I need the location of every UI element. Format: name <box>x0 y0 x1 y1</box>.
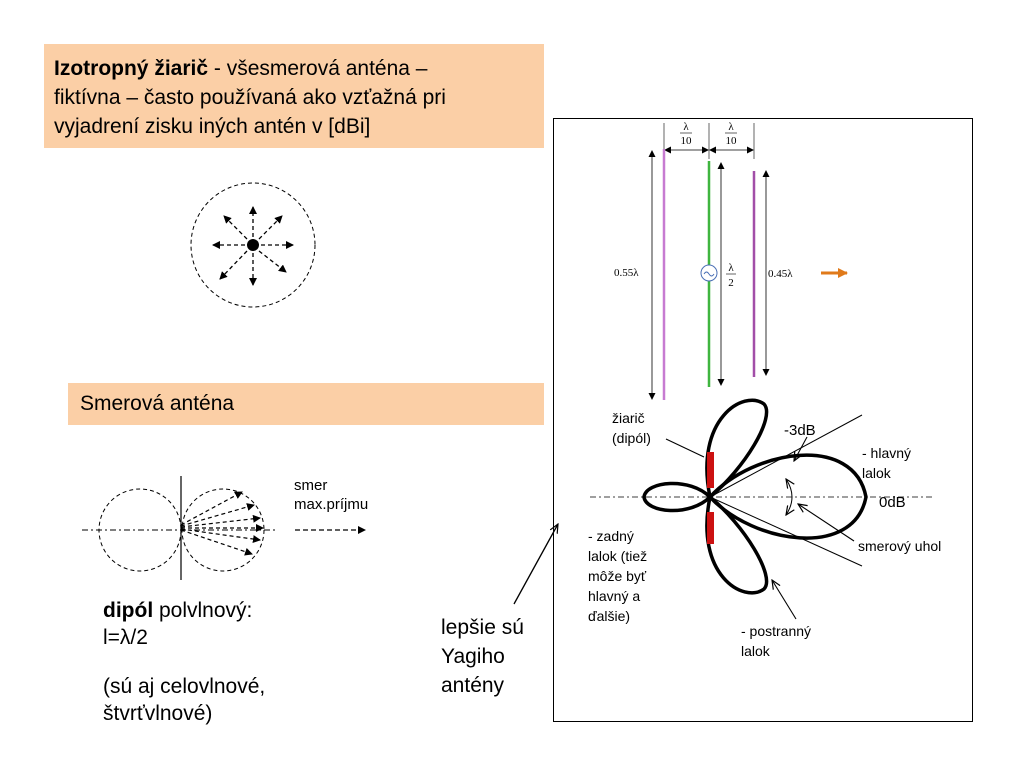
dipole-title-rest: polvlnový: <box>153 599 253 622</box>
spacing-2-denominator: 10 <box>726 135 738 147</box>
driven-length-denominator: 2 <box>728 277 734 289</box>
yagi-antenna-diagram: λ 10 λ 10 0.55λ λ 2 0.45λ <box>588 121 941 659</box>
minus3db-label: -3dB <box>784 422 816 439</box>
spacing-1-numerator: λ <box>683 121 689 133</box>
dipole-formula: l=λ/2 <box>103 626 148 649</box>
radiator-label-line-1: žiarič <box>612 410 645 426</box>
isotropic-radiator-diagram <box>190 182 316 308</box>
main-lobe <box>707 453 868 540</box>
radiation-pattern <box>590 398 934 595</box>
dipole-title-line: dipól polvlnový: <box>103 597 252 624</box>
iso-line-1: Izotropný žiarič - všesmerová anténa – <box>54 54 534 83</box>
spacing-1-denominator: 10 <box>681 135 693 147</box>
dipole-marker-upper <box>707 452 714 488</box>
radiator-label-line-2: (dipól) <box>612 430 651 446</box>
isotropic-radiator-box: Izotropný žiarič - všesmerová anténa – f… <box>44 44 544 148</box>
isotropic-source-dot <box>247 239 259 251</box>
yagi-note-line-3: antény <box>441 674 505 697</box>
iso-line-2: fiktívna – často používaná ako vzťažná p… <box>54 86 446 109</box>
iso-title: Izotropný žiarič <box>54 57 209 80</box>
side-lobe-label-line-1: - postranný <box>741 623 811 639</box>
yagi-note-line-1: lepšie sú <box>441 616 524 639</box>
upper-side-lobe <box>705 398 769 501</box>
directional-antenna-label: Smerová anténa <box>80 392 235 415</box>
isotropic-boundary-circle <box>190 182 316 308</box>
max-direction-label: smer max.príjmu <box>294 476 368 514</box>
beam-angle-label: smerový uhol <box>858 538 941 554</box>
back-lobe-label-line-5: ďalšie) <box>588 608 630 624</box>
dipole-title-bold: dipól <box>103 599 154 622</box>
dipole-gain-arrows <box>180 491 264 556</box>
yagi-note-line-2: Yagiho <box>441 645 505 668</box>
yagi-pointer-arrow <box>513 510 570 605</box>
yagi-note: lepšie sú Yagiho antény <box>441 613 524 700</box>
dipole-note: (sú aj celovlnové, štvrťvlnové) <box>103 673 265 727</box>
iso-line-3: vyjadrení zisku iných antén v [dBi] <box>54 115 371 138</box>
zero-db-label: 0dB <box>879 494 906 511</box>
dipole-pattern-diagram <box>82 476 366 580</box>
directional-antenna-box: Smerová anténa <box>68 383 544 425</box>
director-length-label: 0.45λ <box>768 268 793 280</box>
lower-side-lobe <box>705 493 769 595</box>
element-spacing-dimensions: λ 10 λ 10 <box>663 121 755 159</box>
feed-source-icon <box>700 264 718 282</box>
main-lobe-label-line-2: lalok <box>862 465 892 481</box>
iso-line1-rest: - všesmerová anténa – <box>208 57 428 80</box>
back-lobe-label-line-4: hlavný a <box>588 588 640 604</box>
beam-angle-arc <box>786 479 792 515</box>
back-lobe-label-line-2: lalok (tiež <box>588 548 647 564</box>
max-direction-line-1: smer <box>294 477 328 494</box>
isotropic-radiation-arrows <box>212 206 294 286</box>
main-lobe-label-line-1: - hlavný <box>862 445 911 461</box>
yagi-antenna-frame: λ 10 λ 10 0.55λ λ 2 0.45λ <box>553 118 973 722</box>
max-direction-line-2: max.príjmu <box>294 496 369 513</box>
back-lobe-label-line-3: môže byť <box>588 568 647 584</box>
dipole-note-line-2: štvrťvlnové) <box>103 702 213 725</box>
back-lobe <box>642 481 713 513</box>
dipole-title: dipól polvlnový: l=λ/2 <box>103 597 252 651</box>
dipole-note-line-1: (sú aj celovlnové, <box>103 675 266 698</box>
dipole-marker-lower <box>707 512 714 544</box>
reflector-length-label: 0.55λ <box>614 267 639 279</box>
side-lobe-label-line-2: lalok <box>741 643 771 659</box>
minus3db-line-lower <box>709 496 863 567</box>
spacing-2-numerator: λ <box>728 121 734 133</box>
pattern-leader-lines <box>665 436 855 620</box>
driven-length-numerator: λ <box>728 262 734 274</box>
back-lobe-label-line-1: - zadný <box>588 528 634 544</box>
